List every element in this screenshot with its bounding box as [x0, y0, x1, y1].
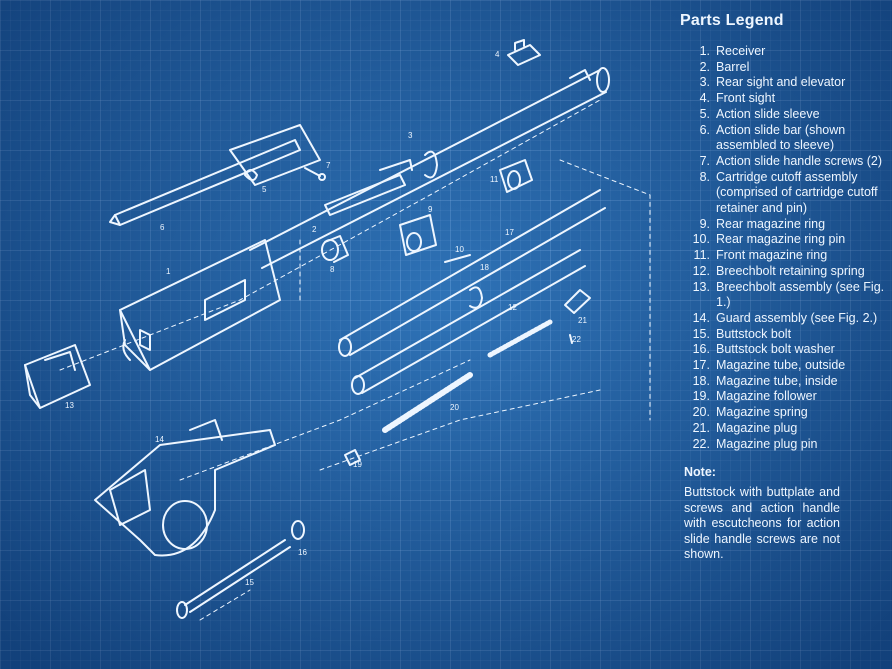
- legend-item: 14.Guard assembly (see Fig. 2.): [692, 310, 878, 325]
- callout-14: 14: [155, 435, 164, 444]
- front-magazine-ring: [499, 159, 533, 193]
- breechbolt-retaining-spring: [487, 319, 553, 358]
- magazine-spring: [382, 372, 473, 433]
- callout-12: 12: [508, 303, 517, 312]
- legend-item: 22.Magazine plug pin: [692, 436, 818, 451]
- legend-list: 1.Receiver 2.Barrel 3.Rear sight and ele…: [680, 44, 885, 452]
- parts-legend: Parts Legend 1.Receiver 2.Barrel 3.Rear …: [680, 12, 885, 563]
- legend-item: 19.Magazine follower: [692, 389, 817, 404]
- action-slide: [109, 124, 321, 226]
- callout-9: 9: [428, 205, 433, 214]
- magazine-tube-outside: [338, 189, 606, 357]
- legend-item: 18.Magazine tube, inside: [692, 373, 838, 388]
- assembly-guide-lines: [59, 99, 651, 621]
- guard-assembly: [94, 419, 276, 557]
- callout-labels: 1 2 3 4 5 6 7 8 9 10 11 12 13 14 15 16 1…: [65, 50, 587, 587]
- callout-18: 18: [480, 263, 489, 272]
- callout-2: 2: [312, 225, 317, 234]
- rear-sight: [324, 159, 413, 216]
- legend-item: 7.Action slide handle screws (2): [699, 153, 883, 168]
- callout-20: 20: [450, 403, 459, 412]
- magazine-tube-inside: [351, 249, 586, 395]
- barrel: [249, 67, 610, 269]
- magazine-follower: [344, 449, 361, 466]
- legend-item: 2.Barrel: [699, 59, 750, 74]
- legend-item: 4.Front sight: [699, 91, 776, 106]
- callout-13: 13: [65, 401, 74, 410]
- buttstock-bolt: [176, 539, 291, 619]
- callout-5: 5: [262, 185, 267, 194]
- callout-7: 7: [326, 161, 331, 170]
- legend-item: 11.Front magazine ring: [693, 248, 828, 263]
- action-slide-handle-screw: [304, 167, 326, 181]
- callout-22: 22: [572, 335, 581, 344]
- callout-8: 8: [330, 265, 335, 274]
- legend-item: 3.Rear sight and elevator: [699, 75, 846, 90]
- receiver: [119, 239, 281, 371]
- legend-item: 8.Cartridge cutoff assembly (comprised o…: [699, 169, 878, 216]
- callout-17: 17: [505, 228, 514, 237]
- legend-item: 5.Action slide sleeve: [699, 106, 820, 121]
- callout-4: 4: [495, 50, 500, 59]
- cartridge-cutoff: [321, 235, 349, 263]
- note-body: Buttstock with buttplate and screws and …: [684, 485, 840, 562]
- legend-item: 15.Buttstock bolt: [692, 326, 792, 341]
- legend-item: 1.Receiver: [699, 44, 766, 58]
- callout-19: 19: [353, 460, 362, 469]
- callout-21: 21: [578, 316, 587, 325]
- legend-item: 9.Rear magazine ring: [699, 216, 826, 231]
- note-title: Note:: [684, 465, 716, 480]
- callout-10: 10: [455, 245, 464, 254]
- legend-item: 10.Rear magazine ring pin: [692, 232, 846, 247]
- legend-item: 6.Action slide bar (shown assembled to s…: [699, 122, 846, 153]
- callout-11: 11: [490, 175, 499, 184]
- legend-item: 12.Breechbolt retaining spring: [692, 263, 865, 278]
- legend-title: Parts Legend: [680, 12, 784, 29]
- callout-3: 3: [408, 131, 413, 140]
- rear-magazine-ring: [399, 214, 437, 256]
- legend-item: 20.Magazine spring: [692, 405, 808, 420]
- legend-item: 13.Breechbolt assembly (see Fig. 1.): [692, 279, 885, 310]
- legend-item: 16.Buttstock bolt washer: [692, 342, 835, 357]
- magazine-plug-pin: [569, 334, 573, 344]
- rear-magazine-ring-pin: [444, 254, 471, 263]
- callout-16: 16: [298, 548, 307, 557]
- callout-15: 15: [245, 578, 254, 587]
- front-sight: [507, 39, 541, 66]
- buttstock-bolt-washer: [291, 520, 305, 540]
- legend-item: 17.Magazine tube, outside: [692, 358, 846, 373]
- callout-1: 1: [166, 267, 171, 276]
- breechbolt-assembly: [24, 344, 91, 409]
- legend-item: 21.Magazine plug: [692, 420, 798, 435]
- callout-6: 6: [160, 223, 165, 232]
- magazine-plug: [564, 289, 591, 314]
